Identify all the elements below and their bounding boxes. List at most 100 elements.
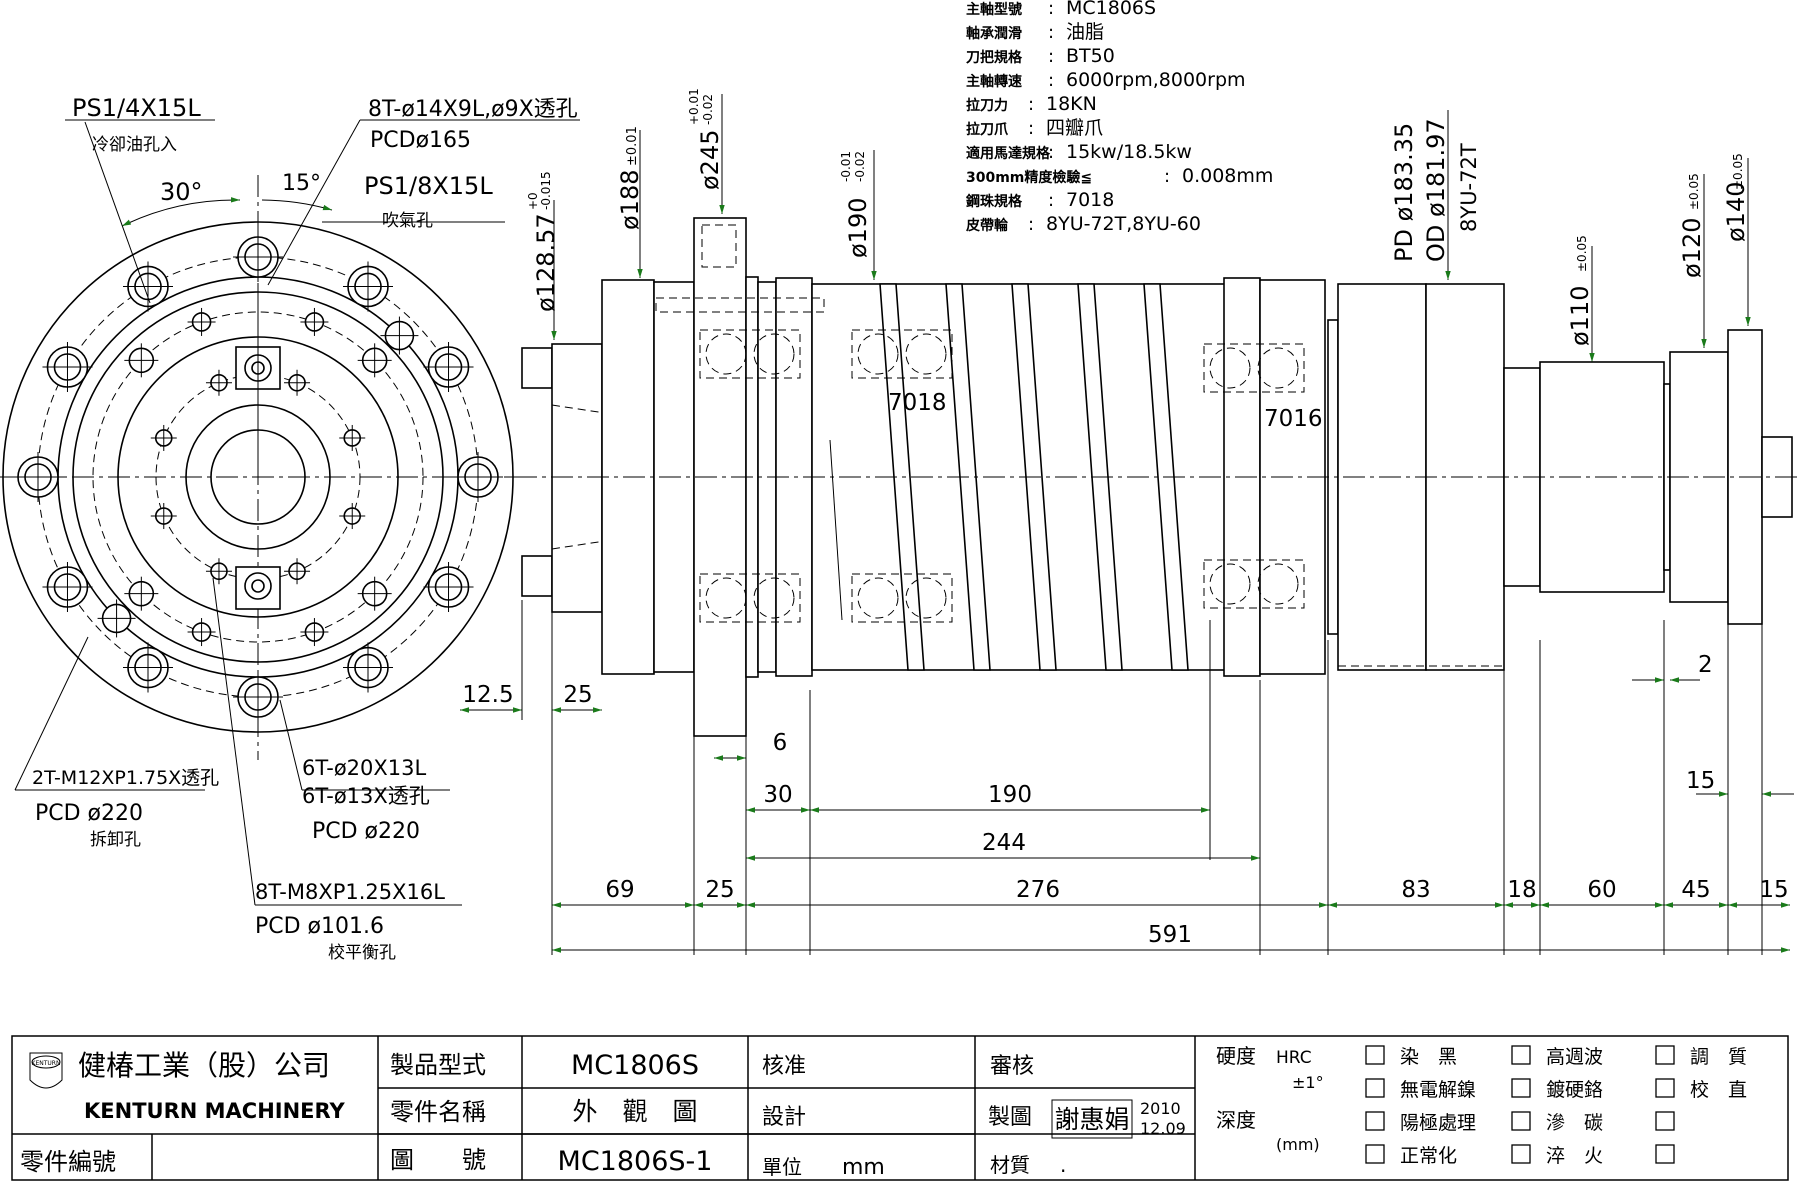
t-pcd: PCD ø220 bbox=[312, 819, 420, 844]
dia-190-tol-up: -0.01 bbox=[839, 151, 853, 182]
treatment-checkbox[interactable] bbox=[1511, 1078, 1531, 1098]
dim-45: 45 bbox=[1681, 877, 1710, 903]
spec-colon: : bbox=[1028, 94, 1034, 115]
unit-value: mm bbox=[842, 1155, 885, 1180]
bearing-7018-label: 7018 bbox=[888, 390, 947, 416]
treatment-checkbox[interactable] bbox=[1511, 1111, 1531, 1131]
treatment-label: 淬 火 bbox=[1546, 1145, 1603, 1167]
spec-colon: : bbox=[1048, 0, 1054, 19]
dia-245-tol-up: +0.01 bbox=[687, 88, 701, 125]
spec-value: 8YU-72T,8YU-60 bbox=[1046, 213, 1201, 235]
draw-label: 製圖 bbox=[988, 1105, 1032, 1130]
dim-15a: 15 bbox=[1686, 768, 1715, 794]
dia-110-label: ø110 bbox=[1566, 286, 1594, 347]
dim-18: 18 bbox=[1507, 877, 1536, 903]
dia-245-tol-dn: -0.02 bbox=[701, 94, 715, 125]
spec-colon: : bbox=[1048, 46, 1054, 67]
dia-188-tol: ±0.01 bbox=[625, 126, 640, 166]
treatment-checkbox[interactable] bbox=[1365, 1144, 1385, 1164]
unit-label: 單位 bbox=[762, 1155, 802, 1179]
depth-unit: (mm) bbox=[1276, 1135, 1320, 1154]
dim-25b: 25 bbox=[705, 877, 734, 903]
dim-15b: 15 bbox=[1759, 877, 1788, 903]
bearing-outline bbox=[1203, 559, 1305, 609]
title-block: KENTURN 健椿工業（股）公司 KENTURN MACHINERY 零件編號… bbox=[11, 1035, 1789, 1181]
company-name-en: KENTURN MACHINERY bbox=[84, 1099, 346, 1123]
part-no-label: 零件編號 bbox=[20, 1148, 116, 1176]
bearing-outline bbox=[851, 573, 953, 623]
spec-label: 主軸型號 bbox=[966, 1, 1022, 18]
treatment-label: 陽極處理 bbox=[1400, 1112, 1476, 1134]
material-label: 材質 bbox=[990, 1153, 1030, 1177]
ps14-note: 冷卻油孔入 bbox=[92, 135, 177, 155]
approve-label: 核准 bbox=[762, 1054, 806, 1079]
treatment-label: 鍍硬鉻 bbox=[1546, 1079, 1603, 1101]
spec-value: 0.008mm bbox=[1182, 165, 1273, 187]
treatment-checkbox[interactable] bbox=[1365, 1045, 1385, 1065]
dia-190-label: ø190 bbox=[844, 198, 872, 259]
spec-label: 軸承潤滑 bbox=[966, 25, 1022, 42]
spec-label: 適用馬達規格 bbox=[966, 145, 1051, 162]
t20-label: 6T-ø20X13L bbox=[302, 756, 427, 780]
dim-6: 6 bbox=[773, 730, 788, 756]
treatment-checkbox[interactable] bbox=[1655, 1144, 1675, 1164]
dim-591: 591 bbox=[1148, 922, 1192, 948]
treatment-checkbox[interactable] bbox=[1511, 1144, 1531, 1164]
part-name-label: 零件名稱 bbox=[390, 1098, 486, 1126]
t13-label: 6T-ø13X透孔 bbox=[302, 784, 430, 808]
spec-label: 300mm精度檢驗≦ bbox=[966, 169, 1092, 186]
ps18-note: 吹氣孔 bbox=[382, 211, 433, 231]
review-label: 審核 bbox=[990, 1054, 1034, 1079]
spec-label: 皮帶輪 bbox=[965, 217, 1009, 234]
bearing-outline bbox=[1203, 343, 1305, 393]
dia-120-label: ø120 bbox=[1678, 218, 1706, 279]
spec-value: 18KN bbox=[1046, 93, 1097, 115]
dia-140-tol: ±0.05 bbox=[1731, 153, 1745, 190]
spec-value: BT50 bbox=[1066, 45, 1115, 67]
design-label: 設計 bbox=[762, 1105, 806, 1130]
hrc-label: HRC bbox=[1276, 1048, 1312, 1068]
spec-label: 刀把規格 bbox=[966, 49, 1023, 66]
drawing-no-label: 圖 號 bbox=[390, 1146, 486, 1174]
depth-label: 深度 bbox=[1216, 1108, 1256, 1132]
bearing-outline bbox=[851, 329, 953, 379]
dim-83: 83 bbox=[1401, 877, 1430, 903]
dia-110-tol: ±0.05 bbox=[1575, 235, 1589, 272]
m8-label: 8T-M8XP1.25X16L bbox=[255, 880, 445, 904]
m8-note: 校平衡孔 bbox=[328, 943, 396, 963]
hrc-tolerance: ±1° bbox=[1292, 1073, 1324, 1092]
dim-276: 276 bbox=[1016, 877, 1060, 903]
m12-note: 拆卸孔 bbox=[90, 830, 141, 850]
dim-2: 2 bbox=[1698, 652, 1713, 678]
spec-colon: : bbox=[1028, 118, 1034, 139]
logo-text: KENTURN bbox=[32, 1060, 61, 1067]
dim-69: 69 bbox=[605, 877, 634, 903]
bearing-7016-label: 7016 bbox=[1264, 406, 1323, 432]
angle-15: 15° bbox=[282, 171, 321, 196]
treatment-checkbox[interactable] bbox=[1365, 1078, 1385, 1098]
dia-128-label: ø128.57 bbox=[532, 213, 560, 312]
treatment-label: 染 黑 bbox=[1400, 1046, 1457, 1068]
treatment-label: 滲 碳 bbox=[1546, 1112, 1603, 1134]
treatment-label: 調 質 bbox=[1690, 1046, 1747, 1068]
spec-value: 四瓣爪 bbox=[1046, 117, 1103, 139]
front-view: PS1/4X15L 冷卻油孔入 30° 15° 8T-ø14X9L,ø9X透孔 … bbox=[0, 94, 580, 963]
treatment-checkbox[interactable] bbox=[1655, 1045, 1675, 1065]
hole8t-pcd: PCDø165 bbox=[370, 128, 471, 153]
product-type-value: MC1806S bbox=[571, 1050, 699, 1081]
treatment-checkbox[interactable] bbox=[1655, 1111, 1675, 1131]
dim-25a: 25 bbox=[563, 682, 592, 708]
treatment-checkbox[interactable] bbox=[1365, 1111, 1385, 1131]
spec-value: 油脂 bbox=[1066, 21, 1104, 43]
spec-value: 7018 bbox=[1066, 189, 1114, 211]
treatment-checkbox[interactable] bbox=[1655, 1078, 1675, 1098]
spec-label: 主軸轉速 bbox=[966, 73, 1022, 90]
date-md: 12.09 bbox=[1140, 1119, 1186, 1138]
date-year: 2010 bbox=[1140, 1099, 1181, 1118]
dia-140-label: ø140 bbox=[1722, 182, 1750, 243]
treatment-checkbox[interactable] bbox=[1511, 1045, 1531, 1065]
dia-188-label: ø188 bbox=[616, 170, 644, 231]
m8-pcd: PCD ø101.6 bbox=[255, 914, 384, 939]
